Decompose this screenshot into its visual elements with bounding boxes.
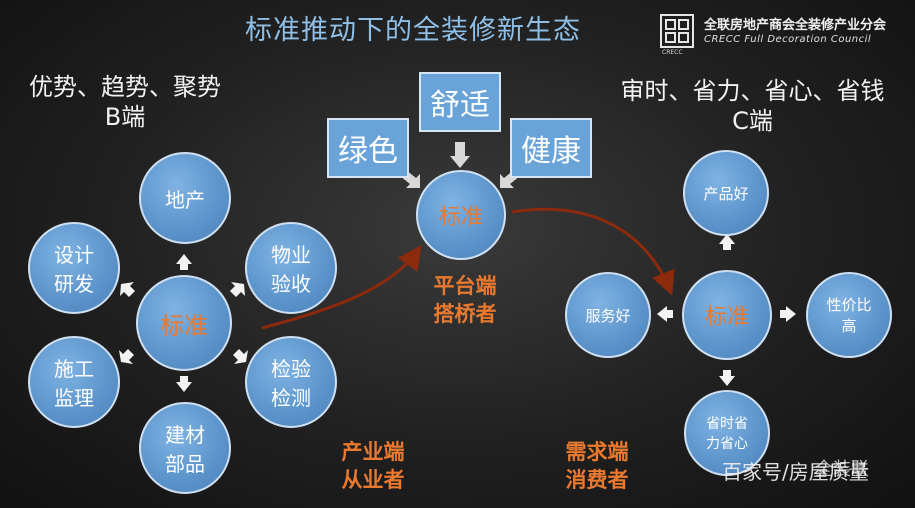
node-cost-line2: 高 <box>841 317 857 335</box>
node-good-product-label: 产品好 <box>703 184 749 203</box>
c-side-slogan: 审时、省力、省心、省钱 <box>620 77 885 105</box>
node-design-line1: 设计 <box>54 243 94 267</box>
arrow-upleft-left <box>120 282 135 297</box>
node-cost-effective: 性价比 高 <box>806 272 892 358</box>
node-save-effort: 省时省 力省心 <box>684 390 770 476</box>
arrow-downleft-left <box>119 349 134 364</box>
node-good-product: 产品好 <box>683 150 769 236</box>
node-real-estate: 地产 <box>139 152 231 244</box>
left-center-label: 标准 <box>160 311 208 340</box>
logo-english-name: CRECC Full Decoration Council <box>704 34 872 45</box>
logo-chinese-name: 全联房地产商会全装修产业分会 <box>704 18 887 33</box>
node-inspection-line2: 检测 <box>271 386 311 410</box>
box-comfort: 舒适 <box>419 72 501 132</box>
center-standard-label: 标准 <box>438 205 483 230</box>
node-cost-line1: 性价比 <box>826 296 872 314</box>
node-construction-supervision: 施工 监理 <box>28 336 120 428</box>
node-inspection-testing: 检验 检测 <box>245 336 337 428</box>
demand-label: 需求端 消费者 <box>552 438 642 494</box>
node-construction-line2: 监理 <box>54 386 94 410</box>
watermark: 百家号/房屋质量 <box>722 456 869 485</box>
left-center-standard: 标准 <box>136 275 232 371</box>
page-title: 标准推动下的全装修新生态 <box>245 15 581 46</box>
node-design-line2: 研发 <box>54 272 94 296</box>
box-comfort-label: 舒适 <box>430 88 490 123</box>
node-materials-line2: 部品 <box>165 452 205 476</box>
c-side-header: 审时、省力、省心、省钱 C端 <box>600 76 905 136</box>
industry-line1: 产业端 <box>341 440 405 464</box>
b-side-label: B端 <box>104 103 146 131</box>
arrow-down-right <box>719 370 735 386</box>
node-save-line1: 省时省 <box>706 416 748 432</box>
watermark-text: 百家号/房屋质量 <box>722 460 869 484</box>
c-side-label: C端 <box>732 107 773 135</box>
industry-label: 产业端 从业者 <box>328 438 418 494</box>
arrow-right-right <box>780 306 796 322</box>
arrow-from-comfort <box>450 142 470 168</box>
right-cluster-arrows <box>657 234 796 386</box>
box-health: 健康 <box>510 118 592 178</box>
arrow-down-left <box>176 376 192 392</box>
arrow-upright-left <box>230 282 245 297</box>
node-save-line2: 力省心 <box>706 436 748 452</box>
left-to-platform-curve <box>261 245 422 330</box>
arrow-downright-left <box>233 349 248 364</box>
platform-line1: 平台端 <box>433 274 497 298</box>
arrow-left-right <box>657 306 673 322</box>
platform-label: 平台端 搭桥者 <box>420 272 510 328</box>
watermark-overlay: 全装联 <box>815 459 869 480</box>
box-health-label: 健康 <box>521 134 581 169</box>
node-real-estate-label: 地产 <box>165 187 205 212</box>
center-box-arrows <box>400 142 520 188</box>
box-green: 绿色 <box>327 118 409 178</box>
demand-line2: 消费者 <box>565 468 629 492</box>
node-inspection-line1: 检验 <box>271 357 311 381</box>
platform-line2: 搭桥者 <box>433 302 497 326</box>
right-center-standard: 标准 <box>682 270 772 360</box>
logo-abbrev: CRECC <box>662 49 683 56</box>
node-property-line1: 物业 <box>271 243 311 267</box>
node-property-acceptance: 物业 验收 <box>245 222 337 314</box>
b-side-header: 优势、趋势、聚势 B端 <box>10 72 240 132</box>
arrow-up-right <box>719 234 735 250</box>
center-standard: 标准 <box>416 170 506 260</box>
crecc-logo-icon <box>660 14 694 48</box>
node-property-line2: 验收 <box>271 272 311 296</box>
box-green-label: 绿色 <box>338 134 398 169</box>
node-building-materials: 建材 部品 <box>139 402 231 494</box>
node-materials-line1: 建材 <box>165 423 205 447</box>
right-center-label: 标准 <box>704 305 749 330</box>
demand-line1: 需求端 <box>565 440 629 464</box>
node-construction-line1: 施工 <box>54 357 94 381</box>
platform-to-right-curve <box>511 207 675 296</box>
arrow-up-left <box>176 254 192 270</box>
node-good-service-label: 服务好 <box>585 306 631 325</box>
node-design-rd: 设计 研发 <box>28 222 120 314</box>
node-good-service: 服务好 <box>565 272 651 358</box>
left-cluster-arrows <box>119 254 248 392</box>
industry-line2: 从业者 <box>341 468 405 492</box>
b-side-slogan: 优势、趋势、聚势 <box>29 73 221 101</box>
